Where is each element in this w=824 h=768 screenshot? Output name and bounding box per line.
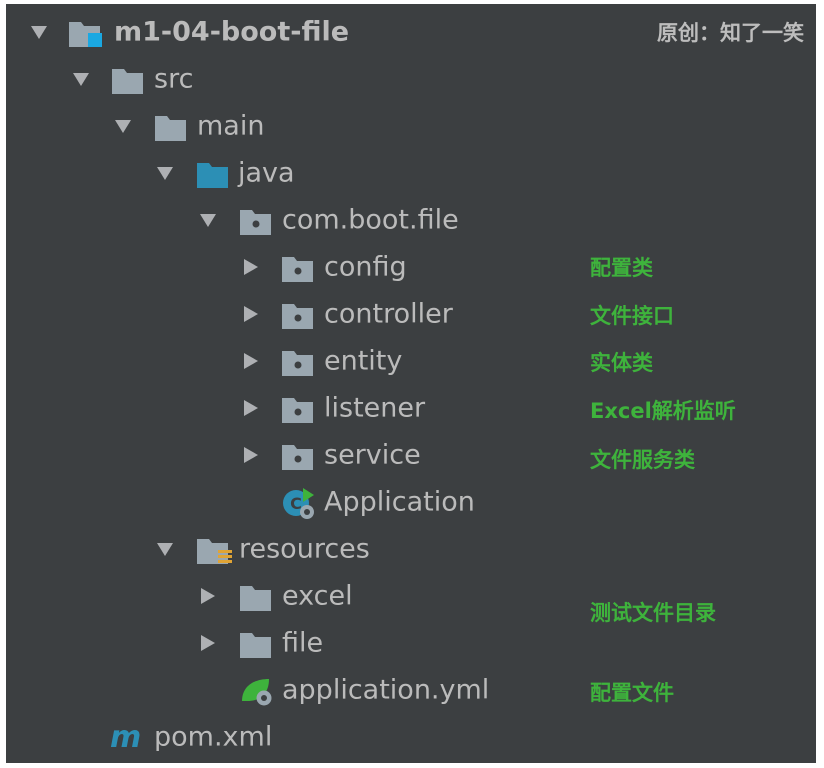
- package-icon: [281, 301, 317, 335]
- maven-icon: m: [109, 720, 149, 756]
- tree-label-main: main: [197, 110, 265, 142]
- svg-text:C: C: [290, 494, 302, 513]
- tree-label-entity: entity: [324, 345, 403, 377]
- tree-node-file[interactable]: file: [6, 623, 566, 663]
- collapsed-arrow-icon[interactable]: [242, 446, 260, 464]
- expand-arrow-icon[interactable]: [156, 164, 174, 182]
- resources-folder-icon: [196, 536, 236, 570]
- spring-boot-class-icon: C: [281, 486, 317, 524]
- project-tree-panel: 原创：知了一笑 m1-04-boot-file src main: [6, 4, 816, 763]
- tree-label-service: service: [324, 439, 421, 471]
- tree-label-file: file: [282, 627, 324, 659]
- collapsed-arrow-icon[interactable]: [242, 399, 260, 417]
- note-resources-dirs: 测试文件目录: [590, 601, 716, 625]
- tree-label-src: src: [154, 63, 194, 95]
- tree-node-entity[interactable]: entity: [6, 341, 566, 381]
- expand-arrow-icon[interactable]: [156, 540, 174, 558]
- expand-arrow-icon[interactable]: [72, 70, 90, 88]
- expand-arrow-icon[interactable]: [30, 23, 48, 41]
- collapsed-arrow-icon[interactable]: [199, 587, 217, 605]
- tree-node-listener[interactable]: listener: [6, 388, 566, 428]
- tree-node-application[interactable]: C Application: [6, 482, 566, 522]
- tree-label-package: com.boot.file: [282, 204, 459, 236]
- tree-label-root: m1-04-boot-file: [114, 16, 350, 48]
- note-application-yml: 配置文件: [590, 681, 674, 705]
- spring-config-icon: [239, 675, 277, 711]
- package-icon: [281, 442, 317, 476]
- tree-label-controller: controller: [324, 298, 453, 330]
- collapsed-arrow-icon[interactable]: [242, 258, 260, 276]
- folder-icon: [154, 113, 190, 147]
- note-entity: 实体类: [590, 351, 653, 375]
- package-icon: [239, 207, 275, 241]
- folder-icon: [239, 583, 275, 617]
- tree-label-java: java: [238, 157, 295, 189]
- package-icon: [281, 348, 317, 382]
- module-folder-icon: [68, 19, 104, 53]
- tree-node-config[interactable]: config: [6, 247, 566, 287]
- package-icon: [281, 254, 317, 288]
- tree-node-application-yml[interactable]: application.yml: [6, 670, 566, 710]
- tree-label-application: Application: [324, 486, 475, 518]
- tree-node-resources[interactable]: resources: [6, 529, 566, 569]
- note-listener: Excel解析监听: [590, 399, 736, 423]
- tree-label-config: config: [324, 251, 407, 283]
- tree-label-resources: resources: [239, 533, 370, 565]
- tree-node-root[interactable]: m1-04-boot-file: [6, 12, 566, 52]
- expand-arrow-icon[interactable]: [199, 211, 217, 229]
- tree-label-excel: excel: [282, 580, 353, 612]
- source-folder-icon: [196, 160, 232, 194]
- expand-arrow-icon[interactable]: [114, 117, 132, 135]
- tree-node-excel[interactable]: excel: [6, 576, 566, 616]
- tree-node-package[interactable]: com.boot.file: [6, 200, 566, 240]
- collapsed-arrow-icon[interactable]: [199, 634, 217, 652]
- tree-node-main[interactable]: main: [6, 106, 566, 146]
- tree-label-listener: listener: [324, 392, 426, 424]
- note-controller: 文件接口: [590, 304, 674, 328]
- package-icon: [281, 395, 317, 429]
- note-config: 配置类: [590, 256, 653, 280]
- tree-node-controller[interactable]: controller: [6, 294, 566, 334]
- collapsed-arrow-icon[interactable]: [242, 305, 260, 323]
- tree-node-java[interactable]: java: [6, 153, 566, 193]
- tree-node-src[interactable]: src: [6, 59, 566, 99]
- folder-icon: [111, 66, 147, 100]
- folder-icon: [239, 630, 275, 664]
- watermark: 原创：知了一笑: [657, 21, 804, 45]
- tree-node-service[interactable]: service: [6, 435, 566, 475]
- tree-label-application-yml: application.yml: [282, 674, 490, 706]
- tree-node-pom[interactable]: m pom.xml: [6, 717, 566, 757]
- svg-text:m: m: [110, 722, 141, 752]
- tree-label-pom: pom.xml: [154, 721, 273, 753]
- collapsed-arrow-icon[interactable]: [242, 352, 260, 370]
- note-service: 文件服务类: [590, 448, 695, 472]
